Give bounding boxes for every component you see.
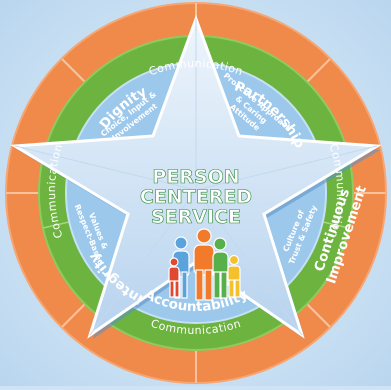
center-line3: SERVICE: [151, 206, 241, 228]
star-facets: [14, 19, 378, 336]
center-line1: PERSON: [152, 166, 239, 188]
figure-yellow: [227, 254, 241, 298]
center-line2: CENTERED: [140, 186, 252, 208]
communication-ring-dividers: [6, 3, 386, 383]
figure-red: [168, 257, 180, 298]
figure-orange: [193, 228, 215, 301]
family-icon: [168, 228, 241, 301]
figure-green: [212, 237, 229, 299]
